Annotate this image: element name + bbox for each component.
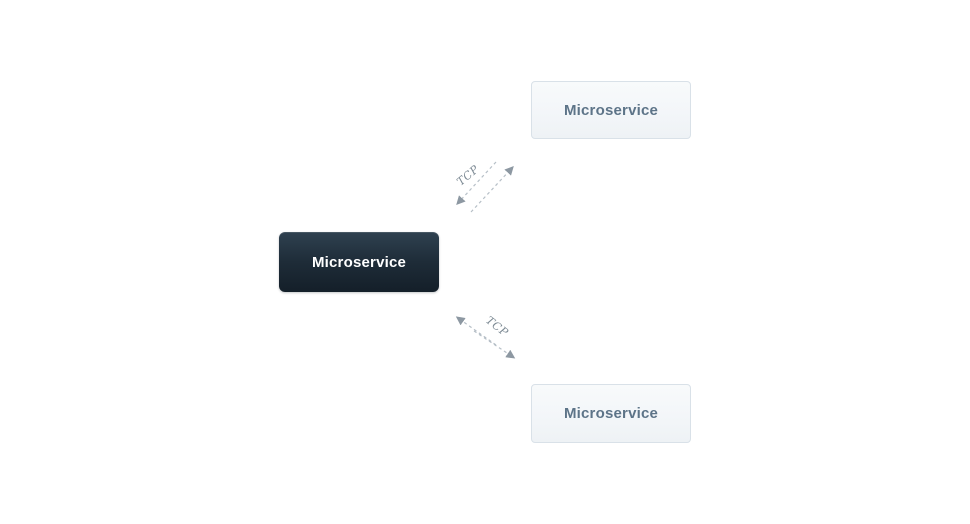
- node-microservice-left: Microservice: [279, 232, 439, 292]
- tcp-label-top: TCP: [454, 162, 482, 189]
- node-microservice-bottom-right: Microservice: [531, 384, 691, 443]
- node-microservice-top-right: Microservice: [531, 81, 691, 139]
- node-label: Microservice: [311, 253, 407, 271]
- node-label: Microservice: [563, 101, 659, 119]
- node-label: Microservice: [563, 405, 659, 422]
- tcp-label-bottom: TCP: [483, 313, 511, 340]
